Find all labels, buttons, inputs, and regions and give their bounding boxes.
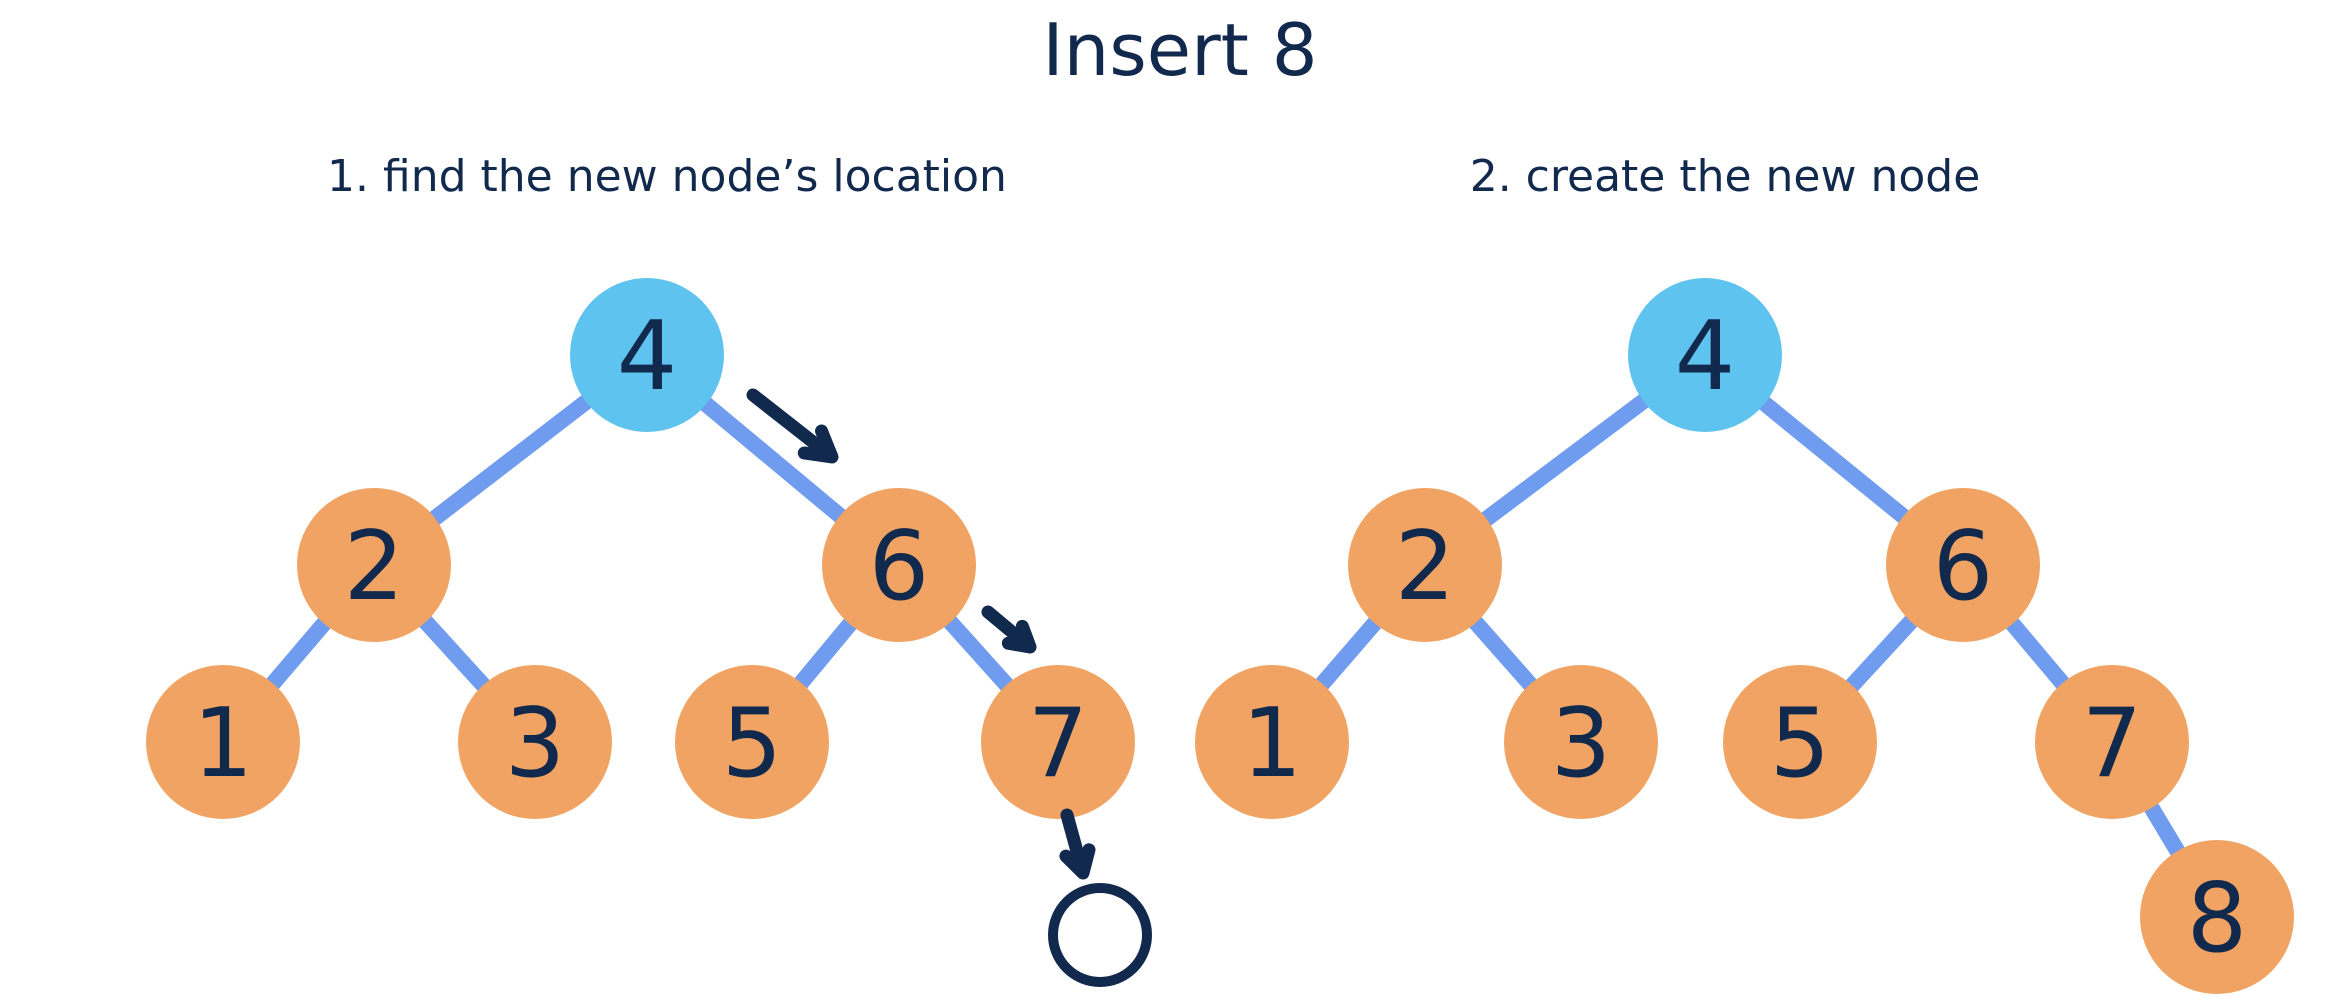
page-title: Insert 8 xyxy=(1042,8,1318,92)
tree-node-6: 6 xyxy=(1886,488,2040,642)
tree-node-circle-6 xyxy=(822,488,976,642)
panel-create-node: 4 2 6 1 3 5 78 xyxy=(1195,278,2294,994)
arrow-shaft xyxy=(746,388,834,460)
tree-node-label-7: 7 xyxy=(2082,689,2142,799)
tree-node-label-7: 7 xyxy=(1028,689,1088,799)
tree-node-circle-5 xyxy=(675,665,829,819)
tree-node-4: 4 xyxy=(1628,278,1782,432)
tree-node-circle-5 xyxy=(1723,665,1877,819)
tree-node-7: 7 xyxy=(981,665,1135,819)
tree-node-4: 4 xyxy=(570,278,724,432)
tree-node-2: 2 xyxy=(1348,488,1502,642)
tree-node-circle-2 xyxy=(1348,488,1502,642)
tree-node-3: 3 xyxy=(458,665,612,819)
tree-node-label-2: 2 xyxy=(344,512,404,622)
tree-node-circle-4 xyxy=(570,278,724,432)
new-node-placeholder-circle xyxy=(1048,883,1152,987)
traversal-arrow-icon xyxy=(746,388,839,464)
tree-node-5: 5 xyxy=(1723,665,1877,819)
tree-node-label-4: 4 xyxy=(1675,302,1735,412)
tree-node-label-3: 3 xyxy=(1551,689,1611,799)
tree-node-5: 5 xyxy=(675,665,829,819)
tree-node-circle-3 xyxy=(1504,665,1658,819)
panel-2-subtitle: 2. create the new node xyxy=(1469,151,1981,202)
tree-node-label-1: 1 xyxy=(1242,689,1302,799)
arrow-head xyxy=(1001,619,1037,654)
tree-node-label-3: 3 xyxy=(505,689,565,799)
tree-node-label-1: 1 xyxy=(193,689,253,799)
tree-node-label-4: 4 xyxy=(617,302,677,412)
tree-node-2: 2 xyxy=(297,488,451,642)
tree-node-circle-3 xyxy=(458,665,612,819)
tree-node-circle-1 xyxy=(146,665,300,819)
tree-node-label-6: 6 xyxy=(869,512,929,622)
arrow-head xyxy=(797,424,839,464)
traversal-arrow-icon xyxy=(1059,808,1096,880)
tree-node-7: 7 xyxy=(2035,665,2189,819)
arrow-head xyxy=(1059,843,1096,880)
arrow-shaft xyxy=(981,605,1032,650)
panel-find-location: 4 2 6 1 3 5 7 xyxy=(146,278,1152,987)
tree-node-label-6: 6 xyxy=(1933,512,1993,622)
tree-node-label-8: 8 xyxy=(2187,864,2247,974)
tree-node-label-5: 5 xyxy=(722,689,782,799)
tree-node-label-2: 2 xyxy=(1395,512,1455,622)
tree-node-circle-1 xyxy=(1195,665,1349,819)
tree-node-circle-6 xyxy=(1886,488,2040,642)
tree-node-circle-4 xyxy=(1628,278,1782,432)
tree-node-8: 8 xyxy=(2140,840,2294,994)
tree-node-6: 6 xyxy=(822,488,976,642)
tree-node-circle-2 xyxy=(297,488,451,642)
arrow-shaft xyxy=(1060,808,1088,874)
tree-node-label-5: 5 xyxy=(1770,689,1830,799)
tree-node-1: 1 xyxy=(146,665,300,819)
traversal-arrow-icon xyxy=(981,605,1037,654)
tree-node-1: 1 xyxy=(1195,665,1349,819)
panel-1-subtitle: 1. find the new node’s location xyxy=(327,151,1007,202)
tree-node-circle-7 xyxy=(981,665,1135,819)
tree-node-circle-8 xyxy=(2140,840,2294,994)
tree-node-3: 3 xyxy=(1504,665,1658,819)
tree-node-circle-7 xyxy=(2035,665,2189,819)
